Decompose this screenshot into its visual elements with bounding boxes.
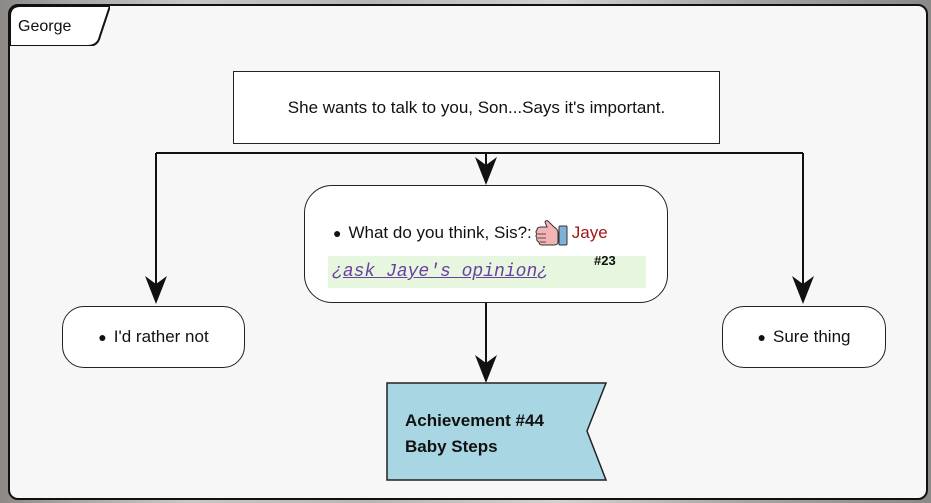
achievement-number: Achievement #44 — [405, 411, 544, 430]
bullet-icon: ● — [98, 329, 107, 345]
condition-open: ¿ — [332, 262, 343, 282]
arrow-middle-icon — [475, 157, 497, 185]
achievement-title: Baby Steps — [405, 437, 498, 456]
thumbs-up-icon — [535, 220, 568, 246]
condition-text: ask Jaye's opinion — [342, 262, 538, 282]
prompt-node: She wants to talk to you, Son...Says it'… — [233, 71, 720, 144]
choice-ask-sis[interactable]: ● What do you think, Sis?: Jaye ¿ask Jay… — [304, 185, 668, 303]
condition-id: #23 — [594, 253, 616, 268]
speaker-label: Jaye — [571, 223, 608, 242]
choice-label: What do you think, Sis?: — [348, 223, 532, 242]
bullet-icon: ● — [757, 329, 766, 345]
arrow-right-icon — [792, 276, 814, 304]
arrow-achievement-icon — [475, 355, 497, 383]
choice-label: Sure thing — [772, 327, 851, 346]
achievement-label: Achievement #44 Baby Steps — [405, 408, 544, 460]
speaker-name: George — [18, 18, 72, 35]
arrow-left-icon — [145, 276, 167, 304]
choice-sure-thing[interactable]: ● Sure thing — [722, 306, 886, 368]
achievement-flag — [386, 382, 608, 481]
condition-close: ¿ — [537, 262, 549, 282]
choice-rather-not[interactable]: ● I'd rather not — [62, 306, 245, 368]
choice-label: I'd rather not — [113, 327, 209, 346]
bullet-icon: ● — [333, 225, 342, 241]
speaker-tab — [10, 6, 110, 46]
prompt-text: She wants to talk to you, Son...Says it'… — [287, 97, 666, 117]
condition-block: ¿ask Jaye's opinion¿ #23 — [328, 253, 646, 288]
